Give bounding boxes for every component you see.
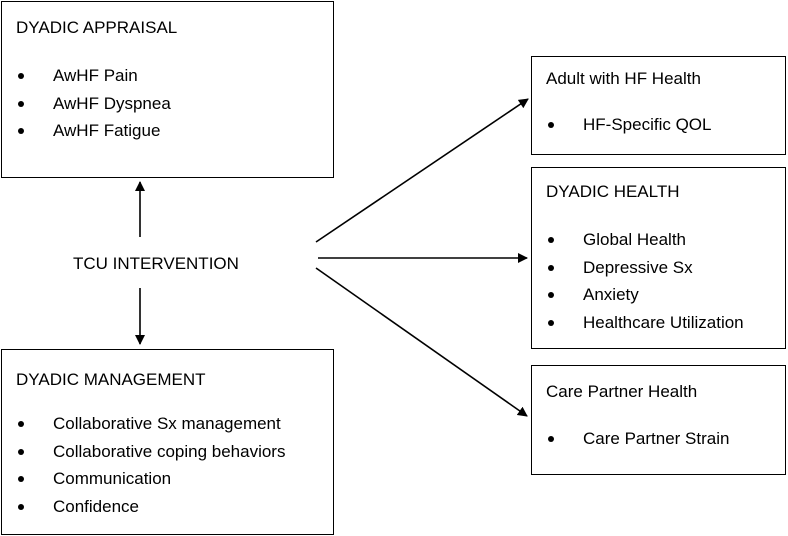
bullet-icon: [18, 503, 24, 510]
list-item-label: AwHF Pain: [53, 66, 138, 85]
dyadic-management-title: DYADIC MANAGEMENT: [16, 370, 206, 389]
bullet-icon: [548, 319, 554, 326]
bullet-icon: [548, 292, 554, 298]
list-item-label: Communication: [53, 469, 172, 488]
bullet-icon: [18, 421, 24, 427]
list-item-label: Collaborative Sx management: [53, 414, 281, 433]
list-item-label: AwHF Fatigue: [53, 121, 161, 140]
adult-hf-health-box: Adult with HF Health HF-Specific QOL: [531, 56, 786, 155]
dyadic-appraisal-box: DYADIC APPRAISAL AwHF Pain AwHF Dyspnea …: [1, 1, 334, 178]
tcu-intervention-label: TCU INTERVENTION: [73, 254, 239, 273]
bullet-icon: [18, 476, 24, 482]
bullet-icon: [18, 128, 24, 134]
care-partner-health-box: Care Partner Health Care Partner Strain: [531, 365, 786, 475]
bullet-icon: [18, 100, 24, 107]
dyadic-management-box: DYADIC MANAGEMENT Collaborative Sx manag…: [1, 349, 334, 535]
bullet-icon: [18, 73, 24, 79]
dyadic-appraisal-title: DYADIC APPRAISAL: [16, 18, 178, 37]
list-item-label: Confidence: [53, 496, 140, 516]
bullet-icon: [548, 436, 554, 442]
list-item-label: Healthcare Utilization: [583, 312, 744, 332]
list-item-label: Collaborative coping behaviors: [53, 441, 286, 461]
adult-hf-health-title: Adult with HF Health: [546, 69, 701, 88]
bullet-icon: [18, 448, 24, 455]
bullet-icon: [548, 122, 554, 128]
bullet-icon: [548, 264, 554, 271]
dyadic-health-title: DYADIC HEALTH: [546, 182, 680, 201]
list-item-label: HF-Specific QOL: [583, 115, 712, 134]
bullet-icon: [548, 237, 554, 243]
care-partner-health-title: Care Partner Health: [546, 382, 698, 401]
arrow-to-care-partner-health: [315, 267, 528, 417]
list-item-label: Care Partner Strain: [583, 429, 730, 448]
arrow-to-adult-hf-health: [315, 98, 529, 243]
list-item-label: AwHF Dyspnea: [53, 93, 171, 113]
list-item-label: Depressive Sx: [583, 257, 693, 277]
list-item-label: Anxiety: [583, 285, 639, 304]
dyadic-health-box: DYADIC HEALTH Global Health Depressive S…: [531, 167, 786, 349]
list-item-label: Global Health: [583, 230, 687, 249]
